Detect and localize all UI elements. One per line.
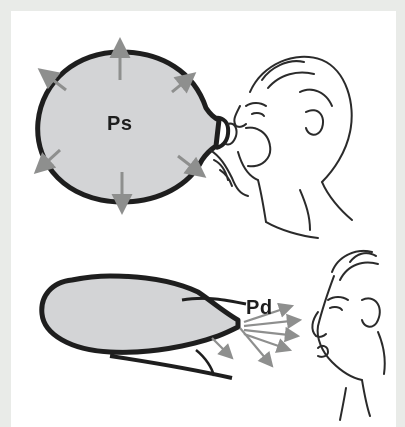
inflated-balloon [38, 52, 228, 202]
deflating-balloon [42, 276, 246, 378]
static-pressure-label: Ps [107, 113, 132, 136]
dynamic-pressure-label: Pd [246, 297, 273, 320]
observer-face-sketch [312, 251, 384, 420]
man-blowing-sketch [210, 57, 352, 238]
